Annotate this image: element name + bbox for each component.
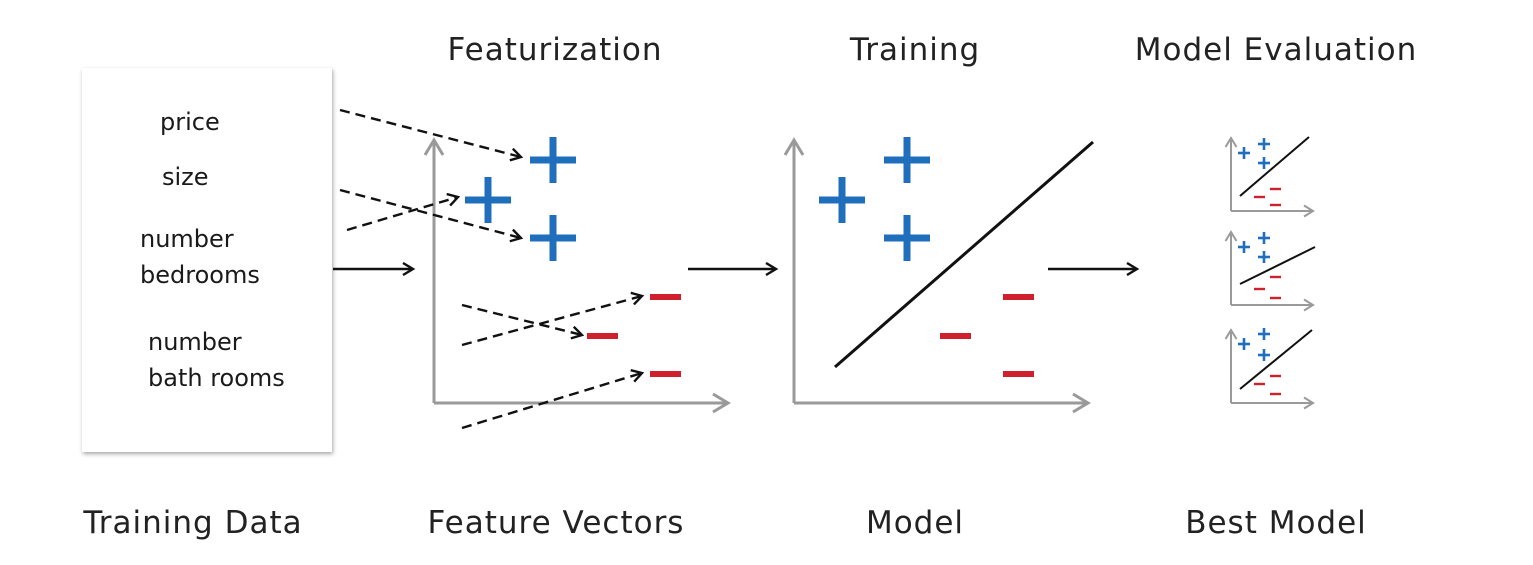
plus-marker [530, 215, 576, 261]
mini-decision-boundary [1239, 136, 1310, 197]
evaluation-plot-3 [1224, 328, 1315, 410]
field-price: price [160, 108, 220, 136]
best-model-caption: Best Model [1185, 505, 1367, 541]
feature-vector-points [465, 137, 681, 377]
plus-marker [1238, 241, 1250, 253]
training-data-card [82, 68, 332, 452]
training-data-caption: Training Data [83, 505, 303, 541]
featurization-dashed-arrows [339, 108, 642, 430]
field-number-bedrooms-line1: number [140, 225, 234, 253]
model-axes [783, 137, 1091, 414]
plus-marker [1258, 138, 1270, 150]
model-decision-boundary [834, 140, 1094, 369]
plus-marker [1258, 349, 1270, 361]
mini-decision-boundary [1239, 329, 1313, 390]
plus-marker [465, 177, 511, 223]
field-size: size [162, 163, 209, 191]
plus-marker [530, 137, 576, 183]
field-number-bathrooms-line2: bath rooms [148, 364, 285, 392]
plus-marker [1258, 232, 1270, 244]
feature-vectors-caption: Feature Vectors [427, 505, 685, 541]
evaluation-plot-2 [1224, 230, 1316, 312]
plus-marker [884, 215, 930, 261]
plus-marker [1258, 251, 1270, 263]
field-number-bedrooms-line2: bedrooms [140, 261, 260, 289]
model-evaluation-title: Model Evaluation [1134, 32, 1418, 68]
model-caption: Model [865, 505, 965, 541]
plus-marker [884, 137, 930, 183]
evaluation-plot-1 [1224, 136, 1315, 218]
plus-marker [1238, 338, 1250, 350]
plus-marker [1258, 328, 1270, 340]
plus-marker [819, 177, 865, 223]
mini-decision-boundary [1239, 246, 1316, 285]
feature-vectors-axes [423, 137, 731, 414]
plus-marker [1258, 157, 1270, 169]
training-title: Training [849, 32, 981, 68]
field-number-bathrooms-line1: number [148, 328, 242, 356]
model-points [819, 137, 1034, 377]
plus-marker [1238, 147, 1250, 159]
featurization-title: Featurization [447, 32, 663, 68]
